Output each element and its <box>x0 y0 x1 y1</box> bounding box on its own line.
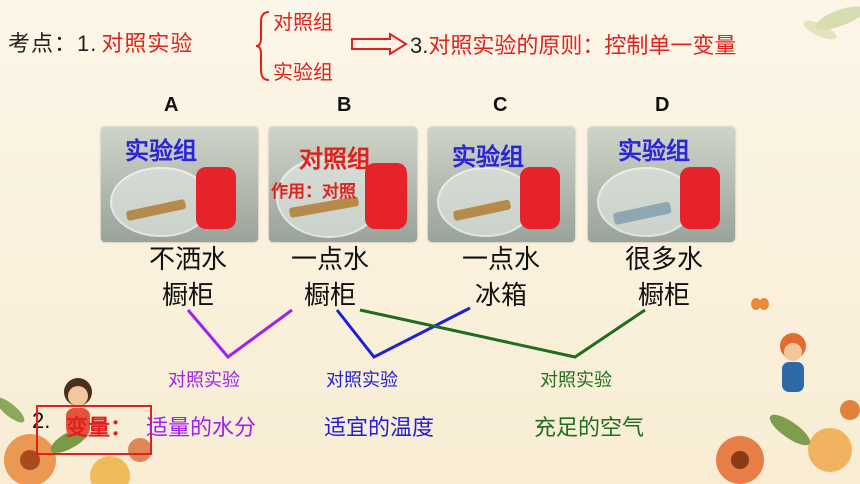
jar-b-label: 对照组 <box>299 145 371 173</box>
cond-b-place: 橱柜 <box>303 281 356 311</box>
line-bc <box>335 306 471 359</box>
comparison-label-1: 对照实验 <box>168 370 240 391</box>
cond-c-place: 冰箱 <box>474 281 527 311</box>
column-letter-d: D <box>655 94 670 116</box>
cond-b: 一点水 橱柜 <box>282 242 378 314</box>
column-letter-c: C <box>493 94 508 116</box>
column-letter-b: B <box>337 94 352 116</box>
jar-card-d: 实验组 <box>588 127 735 242</box>
jar-d-icon <box>597 167 720 237</box>
comparison-label-3: 对照实验 <box>540 370 612 391</box>
cond-a-water: 不洒水 <box>148 245 227 275</box>
jar-b-note: 作用：对照 <box>271 182 356 202</box>
jar-c-icon <box>437 167 560 237</box>
child-figure-left-icon <box>64 378 92 436</box>
jar-card-b: 对照组 作用：对照 <box>269 127 417 242</box>
cond-d-place: 橱柜 <box>637 281 690 311</box>
line-bd <box>359 308 646 359</box>
kaodian-label: 考点： <box>8 32 78 57</box>
principle-text: 对照实验的原则：控制单一变量 <box>428 34 737 59</box>
brace-icon <box>255 11 270 81</box>
double-arrow-icon <box>351 32 408 56</box>
jar-card-c: 实验组 <box>428 127 575 242</box>
header-line: 考点：1.对照实验 <box>8 26 193 58</box>
jar-b-icon <box>276 156 407 238</box>
cond-b-water: 一点水 <box>290 245 369 275</box>
topic-title: 对照实验 <box>101 32 194 57</box>
point-number-3: 3. <box>410 33 429 58</box>
column-letter-a: A <box>164 94 179 116</box>
variable-box <box>36 405 152 455</box>
cond-a: 不洒水 橱柜 <box>140 242 236 314</box>
group-control-label: 对照组 <box>273 10 333 34</box>
cond-a-place: 橱柜 <box>161 281 214 311</box>
comparison-label-2: 对照实验 <box>326 370 398 391</box>
principle-line: 3.对照实验的原则：控制单一变量 <box>410 28 736 60</box>
butterfly-icon <box>751 298 769 310</box>
cond-c-water: 一点水 <box>461 245 540 275</box>
group-experiment-label: 实验组 <box>273 60 333 84</box>
leaf-corner-top-right-icon <box>803 6 860 40</box>
flower-decoration-right-icon <box>716 400 860 484</box>
jar-d-label: 实验组 <box>618 137 690 165</box>
variable-water: 适量的水分 <box>146 416 257 441</box>
jar-a-label: 实验组 <box>125 137 197 165</box>
jar-a-icon <box>110 167 236 237</box>
point-number-1: 1. <box>77 31 98 56</box>
jar-card-a: 实验组 <box>101 127 258 242</box>
variable-air: 充足的空气 <box>534 416 645 441</box>
child-figure-right-icon <box>780 333 806 392</box>
cond-d-water: 很多水 <box>624 245 703 275</box>
cond-d: 很多水 橱柜 <box>616 242 712 314</box>
variable-temperature: 适宜的温度 <box>324 416 435 441</box>
cond-c: 一点水 冰箱 <box>453 242 549 314</box>
jar-c-label: 实验组 <box>452 143 524 171</box>
line-ab <box>186 308 293 360</box>
variable-title: 变量： <box>66 416 133 441</box>
